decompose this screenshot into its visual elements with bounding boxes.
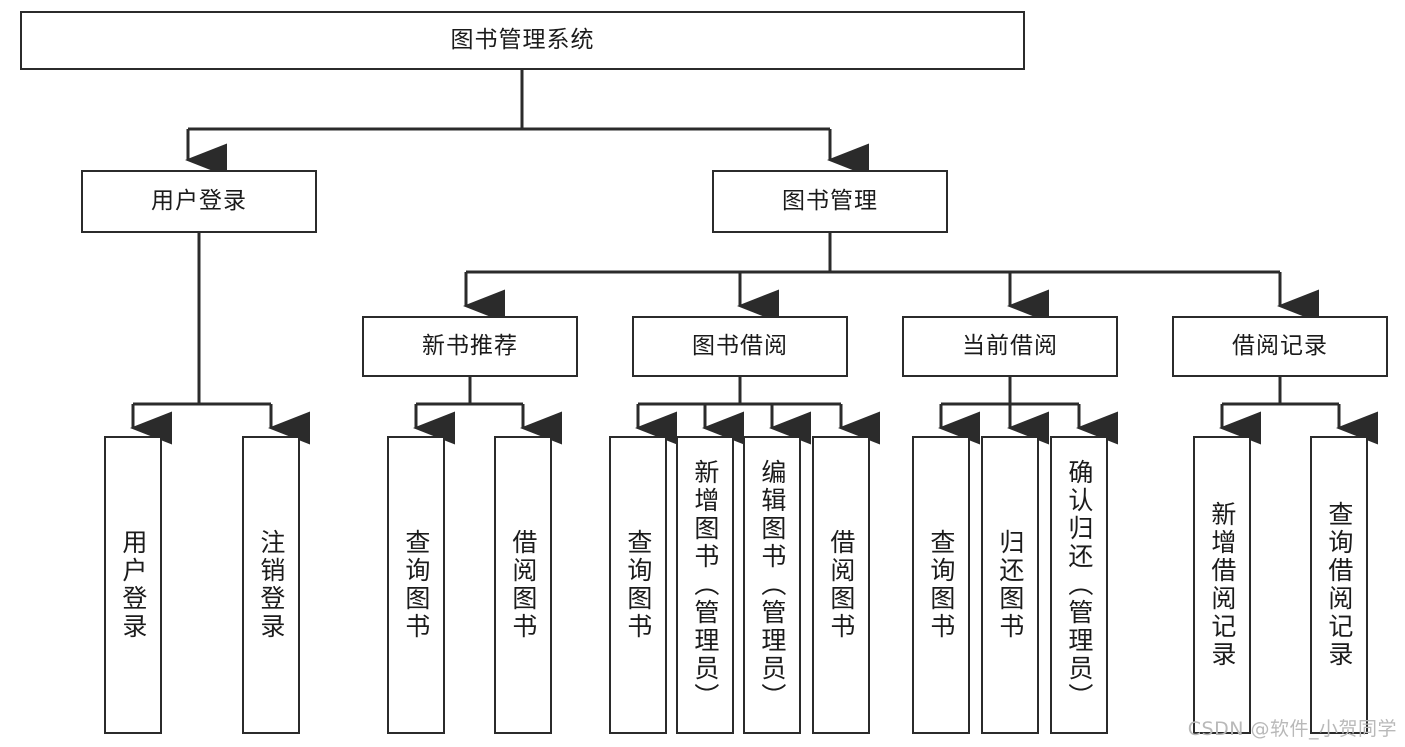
- node-leaf-borrow-book[interactable]: 借阅图书: [812, 436, 870, 734]
- node-label: 编辑图书（管理员）: [757, 459, 787, 711]
- node-label: 查询图书: [926, 529, 956, 641]
- node-label: 注销登录: [256, 529, 286, 641]
- node-leaf-user-login[interactable]: 用户登录: [104, 436, 162, 734]
- node-label: 归还图书: [995, 529, 1025, 641]
- node-label: 图书管理: [782, 187, 878, 214]
- node-leaf-borrow-book-recommend[interactable]: 借阅图书: [494, 436, 552, 734]
- node-current-borrow[interactable]: 当前借阅: [902, 316, 1118, 377]
- node-leaf-query-book-borrow[interactable]: 查询图书: [609, 436, 667, 734]
- node-leaf-query-book-recommend[interactable]: 查询图书: [387, 436, 445, 734]
- node-label: 用户登录: [118, 529, 148, 641]
- node-label: 查询借阅记录: [1324, 501, 1354, 669]
- node-label: 借阅图书: [508, 529, 538, 641]
- node-leaf-query-book-current[interactable]: 查询图书: [912, 436, 970, 734]
- node-label: 图书借阅: [692, 332, 788, 359]
- node-borrow-record[interactable]: 借阅记录: [1172, 316, 1388, 377]
- node-label: 新书推荐: [422, 332, 518, 359]
- node-label: 用户登录: [151, 187, 247, 214]
- node-leaf-confirm-return-admin[interactable]: 确认归还（管理员）: [1050, 436, 1108, 734]
- node-root-book-management-system[interactable]: 图书管理系统: [20, 11, 1025, 70]
- node-label: 确认归还（管理员）: [1064, 459, 1094, 711]
- node-label: 借阅图书: [826, 529, 856, 641]
- node-leaf-edit-book-admin[interactable]: 编辑图书（管理员）: [743, 436, 801, 734]
- node-book-borrow[interactable]: 图书借阅: [632, 316, 848, 377]
- node-label: 借阅记录: [1232, 332, 1328, 359]
- node-label: 图书管理系统: [450, 26, 595, 53]
- node-label: 新增图书（管理员）: [690, 459, 720, 711]
- node-leaf-return-book[interactable]: 归还图书: [981, 436, 1039, 734]
- node-new-book-recommendation[interactable]: 新书推荐: [362, 316, 578, 377]
- node-leaf-logout[interactable]: 注销登录: [242, 436, 300, 734]
- node-book-management[interactable]: 图书管理: [712, 170, 948, 233]
- node-label: 新增借阅记录: [1207, 501, 1237, 669]
- node-leaf-add-borrow-record[interactable]: 新增借阅记录: [1193, 436, 1251, 734]
- node-user-login[interactable]: 用户登录: [81, 170, 317, 233]
- node-label: 查询图书: [401, 529, 431, 641]
- watermark: CSDN @软件_小贺同学: [1187, 718, 1397, 740]
- node-leaf-add-book-admin[interactable]: 新增图书（管理员）: [676, 436, 734, 734]
- node-label: 当前借阅: [962, 332, 1058, 359]
- node-leaf-query-borrow-record[interactable]: 查询借阅记录: [1310, 436, 1368, 734]
- node-label: 查询图书: [623, 529, 653, 641]
